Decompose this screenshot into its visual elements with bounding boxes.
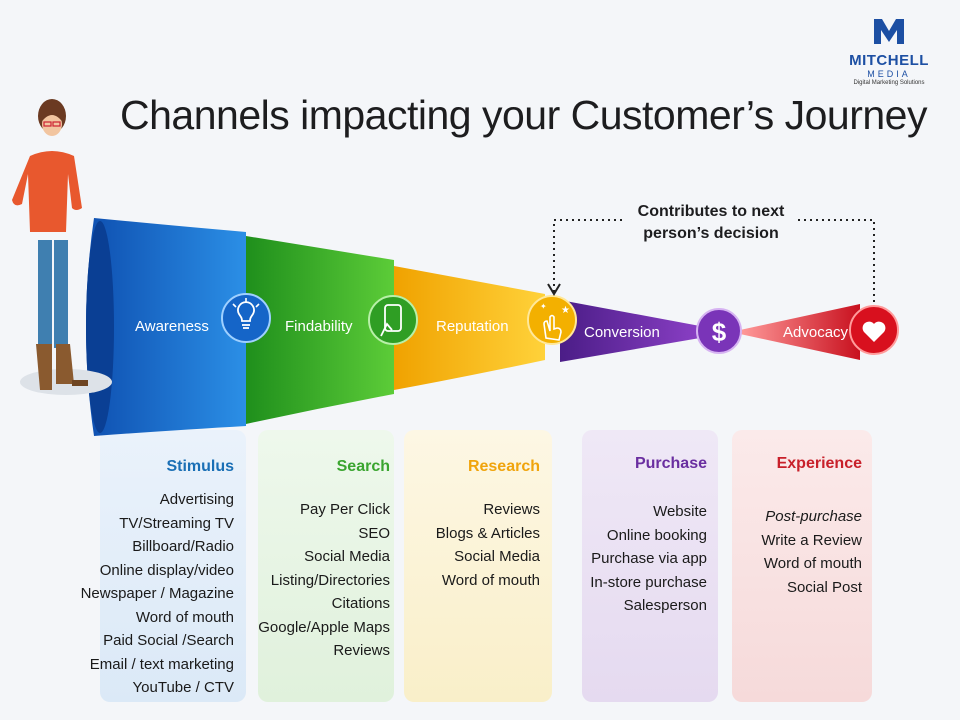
list-item: Pay Per Click [299, 501, 390, 518]
phone-tap-icon [368, 295, 418, 345]
page-title: Channels impacting your Customer’s Journ… [120, 92, 928, 138]
list-item: Email / text marketing [89, 655, 234, 673]
list-item: Citations [331, 595, 390, 612]
logo-tagline: Digital Marketing Solutions [853, 80, 925, 86]
column-list-research: Reviews Blogs & Articles Social Media Wo… [436, 498, 540, 592]
mitchell-media-logo: MITCHELL MEDIA Digital Marketing Solutio… [846, 16, 932, 92]
list-item: TV/Streaming TV [119, 514, 234, 532]
list-item: Billboard/Radio [132, 538, 234, 555]
dollar-icon: $ [696, 308, 742, 354]
list-item: In-store purchase [590, 573, 707, 591]
callout-bracket [553, 219, 875, 304]
list-item: Online booking [606, 526, 707, 544]
list-item: Online display/video [99, 561, 234, 579]
stage-label-awareness: Awareness [135, 318, 209, 335]
list-item: Word of mouth [135, 608, 234, 626]
list-item: Blogs & Articles [435, 524, 540, 542]
funnel-segment-reputation [394, 266, 545, 390]
column-list-stimulus: Advertising TV/Streaming TV Billboard/Ra… [81, 488, 234, 700]
callout-arrowhead [547, 283, 561, 296]
heart-icon [849, 305, 899, 355]
list-item: Purchase via app [591, 550, 707, 567]
list-item: Social Media [454, 548, 540, 565]
list-item: Word of mouth [763, 555, 862, 572]
stage-label-findability: Findability [285, 318, 353, 335]
list-item: YouTube / CTV [132, 679, 234, 696]
column-bg-purchase [582, 430, 718, 702]
callout-line-1: Contributes to next [637, 203, 785, 220]
column-heading-search: Search [336, 458, 390, 475]
column-list-experience: Post-purchase Write a Review Word of mou… [761, 505, 862, 599]
stage-label-reputation: Reputation [436, 318, 509, 335]
column-bg-research [404, 430, 552, 702]
list-item: Social Media [304, 548, 390, 565]
lightbulb-icon [221, 293, 271, 343]
column-heading-research: Research [467, 458, 540, 475]
list-item: Reviews [483, 501, 540, 518]
hand-stars-icon: ★ ✦ [527, 295, 577, 345]
list-item: SEO [358, 524, 390, 542]
logo-sub: MEDIA [867, 69, 911, 79]
list-item: Google/Apple Maps [258, 618, 390, 636]
column-bg-experience [732, 430, 872, 702]
list-item: Word of mouth [441, 571, 540, 589]
list-item: Newspaper / Magazine [80, 585, 234, 602]
column-heading-experience: Experience [776, 455, 862, 472]
list-item: Post-purchase [765, 508, 862, 525]
stage-label-advocacy: Advocacy [783, 324, 849, 341]
logo-name: MITCHELL [849, 52, 929, 69]
svg-text:$: $ [712, 317, 727, 347]
list-item: Write a Review [761, 531, 862, 549]
stage-label-conversion: Conversion [584, 324, 660, 341]
funnel-segment-findability [246, 236, 394, 424]
column-bg-stimulus [100, 430, 246, 702]
callout-line-2: person’s decision [643, 225, 779, 242]
list-item: Listing/Directories [270, 571, 390, 589]
column-list-search: Pay Per Click SEO Social Media Listing/D… [258, 498, 390, 663]
list-item: Advertising [159, 491, 234, 508]
column-heading-purchase: Purchase [634, 455, 707, 472]
list-item: Paid Social /Search [103, 632, 234, 649]
list-item: Social Post [786, 578, 862, 596]
customer-figure [12, 99, 112, 395]
column-heading-stimulus: Stimulus [166, 458, 234, 475]
list-item: Salesperson [623, 597, 707, 614]
svg-text:★: ★ [561, 305, 570, 316]
logo-m-mark [874, 19, 904, 44]
callout-text: Contributes to next person’s decision [626, 201, 796, 245]
list-item: Reviews [333, 642, 390, 659]
funnel-segment-advocacy [740, 304, 860, 360]
column-list-purchase: Website Online booking Purchase via app … [590, 500, 707, 618]
funnel-segment-conversion [560, 300, 700, 362]
column-bg-search [258, 430, 394, 702]
list-item: Website [653, 503, 707, 520]
svg-text:✦: ✦ [540, 302, 547, 311]
